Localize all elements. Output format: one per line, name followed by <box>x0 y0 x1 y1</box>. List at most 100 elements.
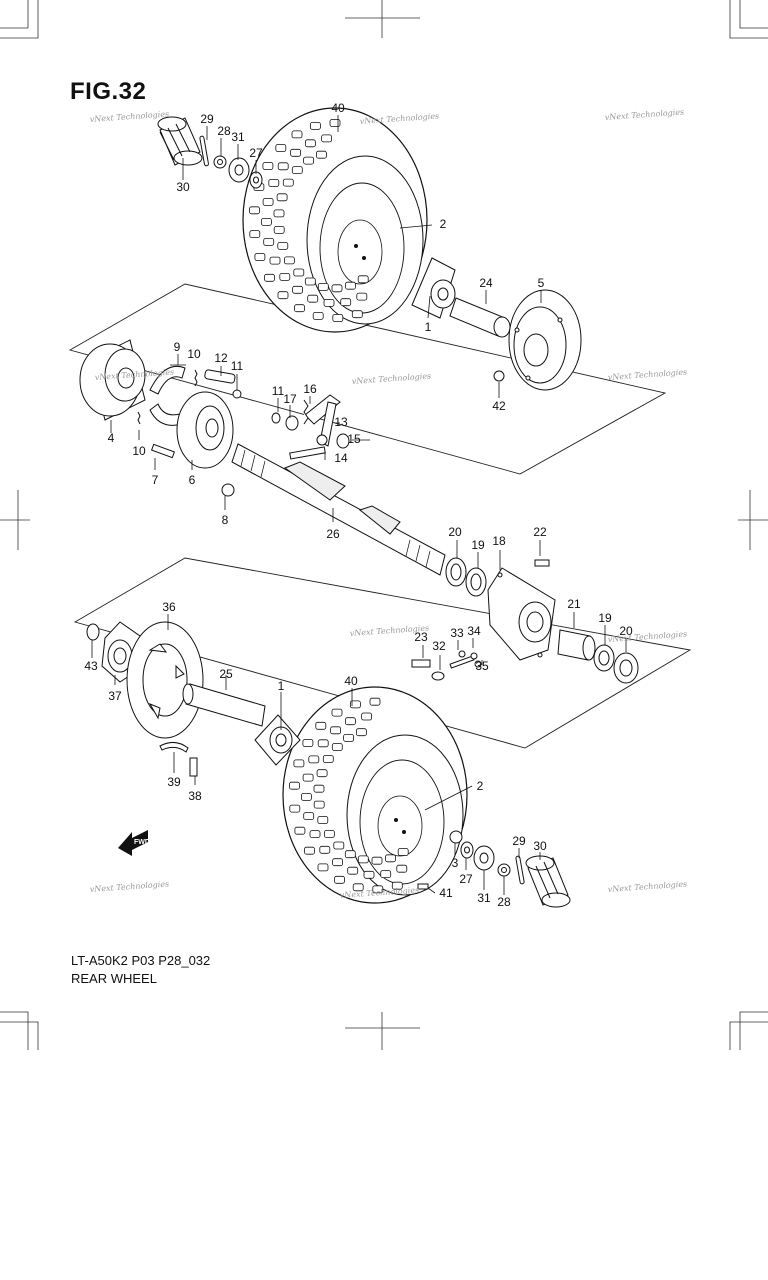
tread-block <box>323 830 335 838</box>
callout-31: 31 <box>477 891 491 905</box>
callout-43: 43 <box>84 659 98 673</box>
callout-6: 6 <box>189 473 196 487</box>
crop-marks <box>0 0 768 1050</box>
callout-5: 5 <box>538 276 545 290</box>
tread-block <box>333 841 345 850</box>
tread-block <box>302 773 314 782</box>
tread-block <box>291 130 303 139</box>
callout-27: 27 <box>459 872 473 886</box>
callout-10: 10 <box>132 444 146 458</box>
tread-block <box>276 193 288 202</box>
callout-21: 21 <box>567 597 581 611</box>
callout-14: 14 <box>334 451 348 465</box>
tread-block <box>313 800 325 809</box>
callout-12: 12 <box>214 351 228 365</box>
fasteners-23-32-33-34-35 <box>411 650 482 681</box>
pin-29-bottom <box>515 855 525 885</box>
tread-block <box>263 237 275 246</box>
callout-19: 19 <box>598 611 612 625</box>
bearing-19-right <box>593 644 615 672</box>
tread-block <box>275 144 287 152</box>
tread-block <box>313 784 325 793</box>
callout-24: 24 <box>479 276 493 290</box>
callout-35: 35 <box>475 659 489 673</box>
forward-arrow-icon: FWD <box>118 830 150 856</box>
tread-block <box>307 294 319 303</box>
nut-8 <box>221 483 235 497</box>
watermark-4: vNext Technologies <box>352 371 432 386</box>
hub-1-bottom <box>254 714 301 766</box>
tread-block <box>385 854 396 863</box>
callout-41: 41 <box>439 886 453 900</box>
tread-block <box>303 812 315 820</box>
callout-3: 3 <box>452 856 459 870</box>
callout-38: 38 <box>188 789 202 803</box>
tread-block <box>269 256 281 265</box>
tread-block <box>331 743 343 751</box>
fwd-label: FWD <box>134 839 150 846</box>
tread-block <box>391 881 403 890</box>
tread-block <box>303 156 315 165</box>
watermark-8: vNext Technologies <box>90 879 170 894</box>
tread-block <box>294 304 305 313</box>
nut-42 <box>493 370 505 382</box>
tread-block <box>334 875 345 884</box>
tread-block <box>304 846 315 855</box>
nut-28-top <box>213 155 227 169</box>
tread-block <box>345 281 356 290</box>
tread-block <box>315 150 327 159</box>
tread-block <box>289 804 301 813</box>
tread-block <box>316 769 328 778</box>
callout-1: 1 <box>425 320 432 334</box>
tread-block <box>344 717 356 726</box>
brake-drum-5 <box>508 289 582 391</box>
tread-block <box>317 816 329 824</box>
callout-37: 37 <box>108 689 122 703</box>
tread-block <box>262 197 274 206</box>
callout-2: 2 <box>440 217 447 231</box>
callout-30: 30 <box>176 180 190 194</box>
washer-31-bottom <box>473 845 495 871</box>
axle-housing-18 <box>487 567 556 661</box>
washer-31-top <box>228 157 250 183</box>
tread-block <box>249 230 261 239</box>
tread-block <box>317 863 329 872</box>
callout-40: 40 <box>344 674 358 688</box>
oring-43 <box>86 623 100 641</box>
watermark-5: vNext Technologies <box>608 367 688 382</box>
tread-block <box>347 866 359 875</box>
bolt-14 <box>289 446 326 460</box>
hub-1-top <box>411 257 456 319</box>
callout-11: 11 <box>272 384 285 398</box>
callout-15: 15 <box>347 432 361 446</box>
watermark-1: vNext Technologies <box>360 111 440 126</box>
tread-block <box>371 856 383 865</box>
callout-7: 7 <box>152 473 159 487</box>
tread-block <box>331 708 343 717</box>
callout-18: 18 <box>492 534 506 548</box>
callout-40: 40 <box>331 101 345 115</box>
callout-19: 19 <box>471 538 485 552</box>
tread-block <box>331 284 343 293</box>
axle-sleeve-24 <box>449 297 511 338</box>
callout-27: 27 <box>249 146 263 160</box>
tread-block <box>277 291 289 300</box>
tread-block <box>294 826 306 835</box>
callout-36: 36 <box>162 600 176 614</box>
callout-33: 33 <box>450 626 464 640</box>
callout-20: 20 <box>448 525 462 539</box>
spline-mark <box>425 550 431 568</box>
callout-9: 9 <box>174 340 181 354</box>
watermark-10: vNext Technologies <box>608 879 688 894</box>
callout-11: 11 <box>231 359 244 373</box>
tread-block <box>332 858 344 867</box>
callout-16: 16 <box>303 382 317 396</box>
tread-block <box>323 298 335 307</box>
lower-tire <box>282 686 468 904</box>
callout-1: 1 <box>278 679 285 693</box>
spline-mark <box>405 539 411 557</box>
callout-10: 10 <box>187 347 201 361</box>
tread-block <box>293 268 305 277</box>
tread-block <box>317 282 329 291</box>
